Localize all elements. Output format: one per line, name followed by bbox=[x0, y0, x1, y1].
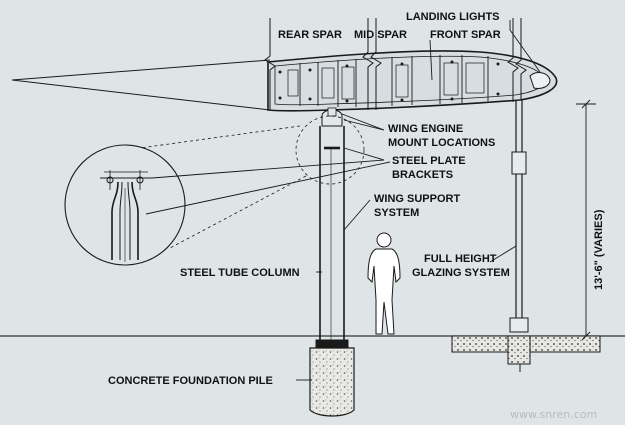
glazing-label-line2: GLAZING SYSTEM bbox=[412, 267, 510, 279]
bracket-detail bbox=[100, 170, 152, 262]
watermark: www.snren.com bbox=[510, 408, 597, 421]
engine-mount bbox=[321, 107, 343, 127]
height-dimension-label: 13'-6" (VARIES) bbox=[593, 209, 605, 290]
glazing-label-line1: FULL HEIGHT bbox=[424, 253, 497, 265]
concrete-pile bbox=[309, 339, 355, 417]
rear-spar-label: REAR SPAR bbox=[278, 29, 342, 41]
person-silhouette bbox=[367, 232, 401, 335]
wing-tail bbox=[11, 59, 271, 111]
glazing-base bbox=[451, 335, 601, 372]
engine-mount-label-line1: WING ENGINE bbox=[388, 123, 463, 135]
landing-lights-label: LANDING LIGHTS bbox=[406, 11, 500, 23]
wing-support-label-line1: WING SUPPORT bbox=[374, 193, 460, 205]
wing-section bbox=[267, 50, 558, 112]
spar-leaders bbox=[429, 20, 541, 81]
steel-plate-label-line2: BRACKETS bbox=[392, 169, 453, 181]
concrete-pile-label: CONCRETE FOUNDATION PILE bbox=[108, 375, 273, 387]
wing-support-label-line2: SYSTEM bbox=[374, 207, 419, 219]
engine-mount-label-line2: MOUNT LOCATIONS bbox=[388, 137, 495, 149]
mid-spar-label: MID SPAR bbox=[354, 29, 407, 41]
front-spar-label: FRONT SPAR bbox=[430, 29, 501, 41]
steel-tube-column-label: STEEL TUBE COLUMN bbox=[180, 267, 300, 279]
detail-callout bbox=[64, 115, 365, 266]
steel-tube-column bbox=[319, 126, 345, 340]
leader-lines bbox=[145, 113, 517, 381]
steel-plate-label-line1: STEEL PLATE bbox=[392, 155, 466, 167]
glazing-system bbox=[509, 100, 529, 333]
spar-cut-lines bbox=[264, 18, 527, 110]
height-dimension-line bbox=[576, 99, 596, 341]
